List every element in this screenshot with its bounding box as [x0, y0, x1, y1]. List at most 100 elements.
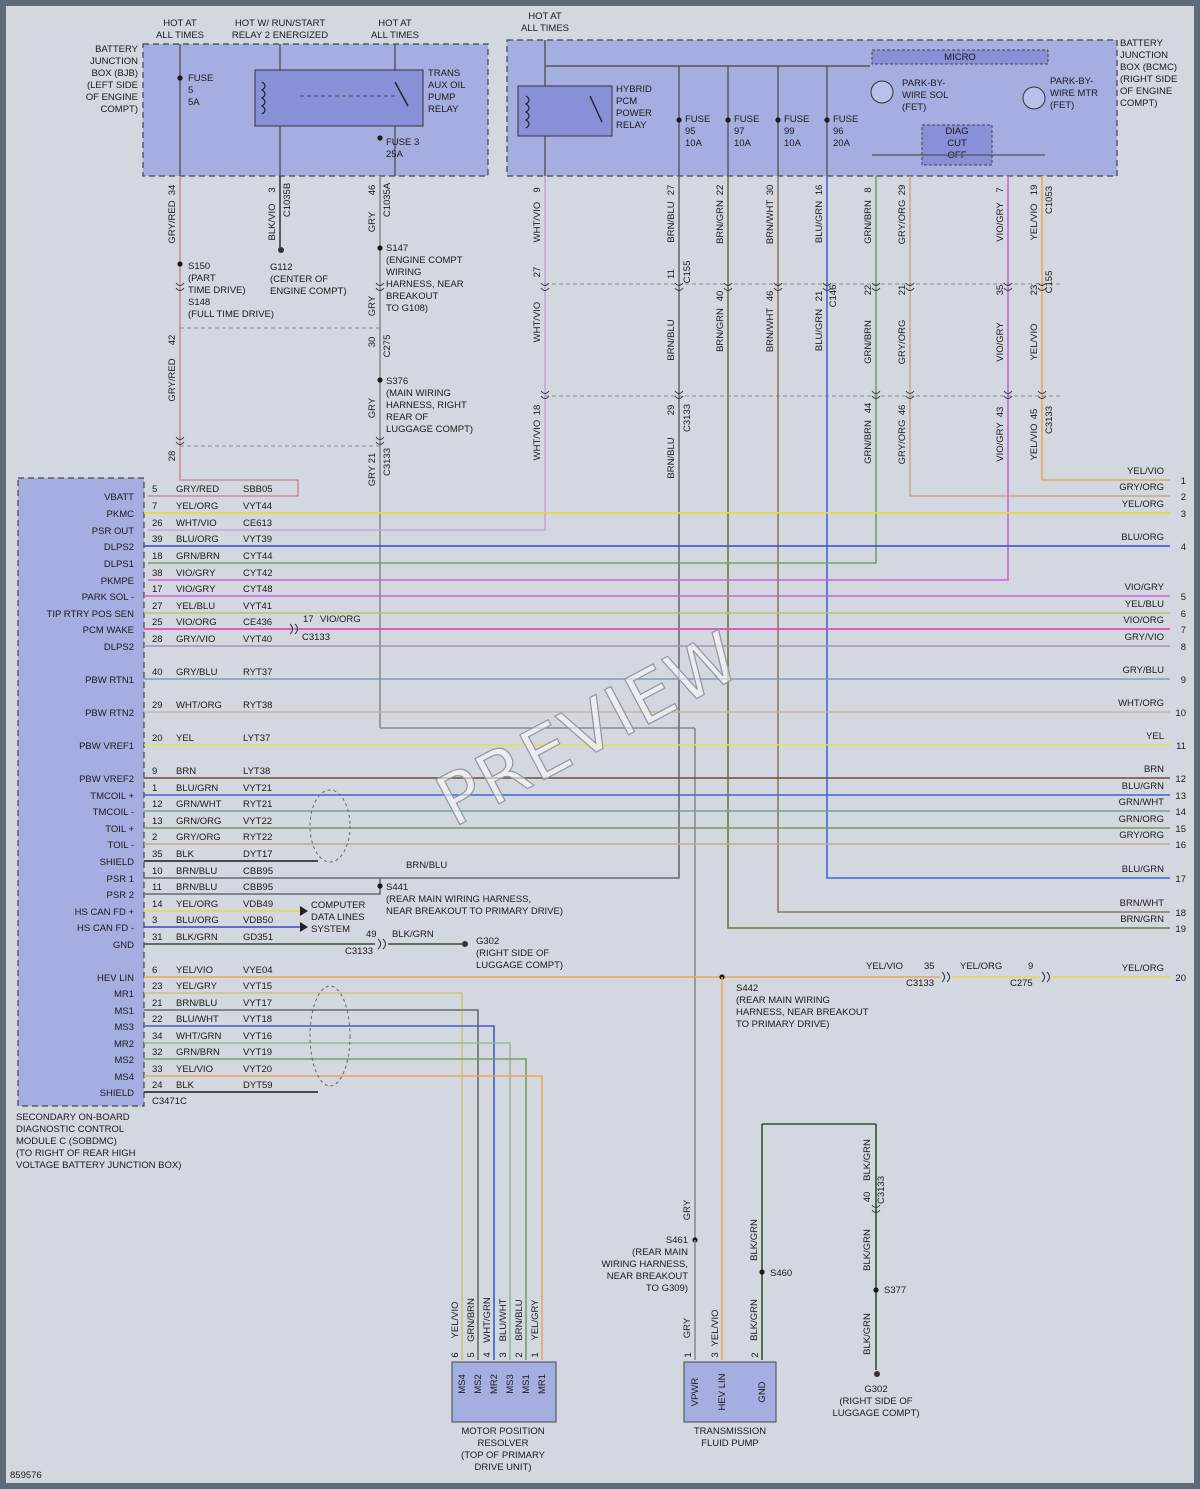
resolver-wire-color: YEL/VIO: [450, 1302, 461, 1339]
wire-brn-blu: [384, 176, 680, 879]
module-circuit-id: VYT19: [243, 1047, 272, 1058]
inline-connector: [822, 287, 832, 291]
module-pin-number: 33: [152, 1064, 163, 1075]
module-pin-label: PBW VREF2: [79, 774, 134, 785]
fuse5-label: 5: [188, 85, 193, 96]
wire-color: GRY: [367, 397, 378, 418]
resolver-pin-number: 4: [482, 1352, 493, 1357]
module-pin-number: 31: [152, 932, 163, 943]
s150-label: S150: [188, 261, 210, 272]
right-ref-number: 8: [1181, 642, 1186, 653]
inline-connector: [773, 282, 783, 286]
module-circuit-id: RYT22: [243, 832, 272, 843]
module-pin-label: DLPS2: [104, 542, 134, 553]
wire-vio-gry: [148, 176, 1009, 581]
fuse5-dot: [177, 75, 183, 81]
pin-23: 23: [1029, 285, 1040, 296]
module-circuit-id: CYT48: [243, 584, 273, 595]
c3133-label: C3133: [906, 978, 934, 989]
pump-pin-number: 3: [710, 1352, 721, 1357]
inline-connector: [871, 1209, 881, 1213]
top-connector-C1035B: C1035B: [282, 183, 293, 217]
module-wire-color: GRN/WHT: [176, 799, 222, 810]
s441-dot: [377, 883, 383, 889]
inline-connector: [175, 441, 185, 445]
module-pin-label: PKMPE: [101, 576, 134, 587]
module-pin-label: TMCOIL +: [90, 791, 134, 802]
inline-connector: [871, 282, 881, 286]
g112-label: ENGINE COMPT): [270, 286, 347, 297]
c275-label: C275: [382, 335, 393, 358]
inline-connector: [375, 441, 385, 445]
s376-label: LUGGAGE COMPT): [386, 424, 473, 435]
fuse-label-96: 96: [833, 126, 844, 137]
s147-label: (ENGINE COMPT: [386, 255, 463, 266]
module-pin-label: HS CAN FD +: [75, 907, 135, 918]
s441-label: S441: [386, 882, 408, 893]
top-pin-22: 22: [715, 185, 726, 196]
resolver-wire-color: BRN/BLU: [514, 1299, 525, 1340]
module-pin-label: PSR OUT: [92, 526, 134, 537]
top-wire-color: BRN/BLU: [666, 201, 677, 242]
inline-connector: [540, 395, 550, 399]
top-pin-29: 29: [897, 185, 908, 196]
park-mtr-label: PARK-BY-: [1050, 76, 1093, 87]
module-circuit-id: CE436: [243, 617, 272, 628]
inline-connector: [540, 390, 550, 394]
module-circuit-id: CBB95: [243, 866, 273, 877]
wire-color: BLK/GRN: [749, 1299, 760, 1341]
module-wire-color: BRN/BLU: [176, 866, 217, 877]
top-pin-19: 19: [1029, 185, 1040, 196]
bjb-header-3: ALL TIMES: [371, 30, 419, 41]
right-ref-color: BRN/WHT: [1120, 898, 1165, 909]
right-ref-number: 15: [1175, 824, 1186, 835]
module-wire-color: GRN/BRN: [176, 551, 220, 562]
wire-color: GRY: [682, 1317, 693, 1338]
park-sol-fet-icon: [870, 80, 894, 104]
module-pin-label: SHIELD: [100, 1088, 134, 1099]
can-plus-arrow-icon: [300, 906, 308, 916]
module-wire-color: VIO/ORG: [176, 617, 217, 628]
module-circuit-id: VYT22: [243, 816, 272, 827]
trans-relay-body: [254, 69, 424, 127]
fuse-label-95: 95: [685, 126, 696, 137]
top-pin-30: 30: [765, 185, 776, 196]
wire-color: BRN/GRN: [715, 308, 726, 352]
module-wire-color: WHT/ORG: [176, 700, 222, 711]
hybrid-relay-body: [517, 85, 613, 137]
bcmc-label: OF ENGINE: [1120, 86, 1172, 97]
module-pin-label: MR1: [114, 989, 134, 1000]
module-pin-number: 34: [152, 1031, 163, 1042]
right-ref-number: 10: [1175, 708, 1186, 719]
module-pin-number: 21: [152, 998, 163, 1009]
resolver-label: (TOP OF PRIMARY: [461, 1450, 546, 1461]
module-pin-label: PCM WAKE: [83, 625, 134, 636]
relay-coil-icon: [260, 81, 266, 115]
fuse-label-99: FUSE: [784, 114, 809, 125]
resolver-pin-number: 3: [498, 1352, 509, 1357]
fuse-label-96: FUSE: [833, 114, 858, 125]
pin-40: 40: [862, 1192, 873, 1203]
wire-color: BLU/GRN: [814, 309, 825, 351]
module-pin-label: SHIELD: [100, 857, 134, 868]
inline-connector: [1003, 390, 1013, 394]
module-wire-color: YEL/ORG: [176, 899, 218, 910]
wire-color: BRN/BLU: [406, 860, 447, 871]
module-pin-number: 18: [152, 551, 163, 562]
pin-43: 43: [995, 407, 1006, 418]
right-ref-color: WHT/ORG: [1118, 698, 1164, 709]
pump-pin-number: 1: [683, 1352, 694, 1357]
module-pin-number: 14: [152, 899, 163, 910]
module-pin-number: 7: [152, 501, 157, 512]
wire-color: BLK/GRN: [749, 1219, 760, 1261]
module-circuit-id: RYT37: [243, 667, 272, 678]
c3133-connector: [382, 938, 386, 950]
module-circuit-id: RYT21: [243, 799, 272, 810]
g302-label: (RIGHT SIDE OF: [476, 948, 549, 959]
module-circuit-id: CYT42: [243, 568, 273, 579]
computer-data-lines-label: DATA LINES: [311, 912, 365, 923]
right-ref-color: YEL: [1146, 731, 1164, 742]
module-wire-color: GRN/ORG: [176, 816, 221, 827]
inline-connector: [375, 287, 385, 291]
